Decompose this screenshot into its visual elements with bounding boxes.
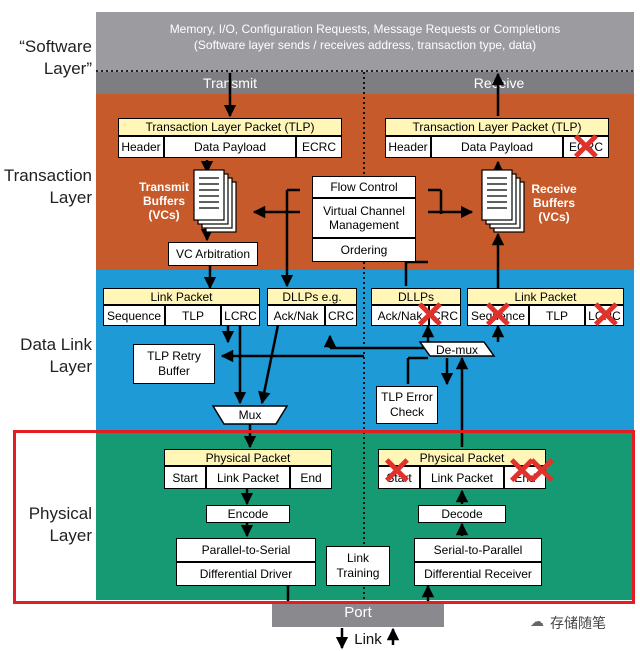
mux-label: Mux [238,408,262,422]
tlp-error-check-box: TLP Error Check [376,386,438,424]
rx-tlp-title: Transaction Layer Packet (TLP) [385,118,609,136]
watermark-icon: ☁ [530,613,544,629]
software-description-line2: (Software layer sends / receives address… [193,38,537,52]
datalink-layer-label: Data Link Layer [20,335,92,376]
physical-layer-highlight [13,430,635,604]
encode-box: Encode [206,505,290,523]
rx-crc-field: CRC [429,305,461,326]
demux-shape [418,341,496,357]
rx-link-packet-title: Link Packet [467,288,624,305]
tx-crc-field: CRC [325,305,357,326]
differential-driver-box: Differential Driver [176,562,316,586]
differential-receiver-box: Differential Receiver [414,562,542,586]
rx-lcrc-field: LCRC [585,305,624,326]
tlp-retry-buffer-box: TLP Retry Buffer [133,344,215,384]
tx-link-packet-field: Link Packet [206,466,290,489]
tx-end-field: End [290,466,332,489]
ordering-box: Ordering [312,238,416,262]
rx-dllp-crc-cross: ✕ [414,295,446,337]
rx-tlp-ecrc: ECRC [563,136,609,158]
demux-label: De-mux [435,343,478,357]
flow-control-box: Flow Control [312,176,416,198]
link-training-box: Link Training [326,546,390,586]
rx-tlp-header: Header [385,136,431,158]
vc-arbitration-box: VC Arbitration [168,242,258,266]
tx-dllps-title: DLLPs e.g. [267,288,357,305]
port-label: Port [344,604,372,621]
tx-tlp-title: Transaction Layer Packet (TLP) [118,118,342,136]
physical-layer-label: Physical Layer [28,504,92,545]
tx-link-packet-title: Link Packet [103,288,260,305]
software-layer-band [96,12,634,72]
receive-buffers-label: Receive Buffers (VCs) [531,182,577,224]
tx-sequence-field: Sequence [103,305,165,326]
rx-physical-packet-title: Physical Packet [378,449,546,466]
tx-tlp-ecrc: ECRC [296,136,342,158]
rx-sequence-field: Sequence [467,305,529,326]
rx-tlp-payload: Data Payload [431,136,563,158]
rx-end-field: End [504,466,546,489]
tx-tlp-header: Header [118,136,164,158]
receive-buffers-stack [481,169,525,233]
watermark-text: 存储随笔 [550,615,606,631]
mux-shape [211,405,289,425]
serial-to-parallel-box: Serial-to-Parallel [414,538,542,562]
tx-start-field: Start [164,466,206,489]
rx-sequence-cross: ✕ [482,295,514,337]
vc-management-box: Virtual Channel Management [312,198,416,238]
rx-tlp-field: TLP [529,305,585,326]
link-label: Link [354,631,382,648]
rx-link-packet-field: Link Packet [420,466,504,489]
decode-box: Decode [418,505,506,523]
transmit-buffers-label: Transmit Buffers (VCs) [138,180,189,222]
tx-tlp-field: TLP [165,305,221,326]
software-description-line1: Memory, I/O, Configuration Requests, Mes… [169,22,561,36]
tx-physical-packet-title: Physical Packet [164,449,332,466]
rx-dllps-title: DLLPs [371,288,461,305]
rx-ecrc-cross: ✕ [570,127,602,169]
transaction-layer-label: Transaction Layer [3,166,92,207]
tx-tlp-payload: Data Payload [164,136,296,158]
rx-lcrc-cross: ✕ [590,295,622,337]
tx-acknak-field: Ack/Nak [267,305,325,326]
parallel-to-serial-box: Parallel-to-Serial [176,538,316,562]
rx-start-field: Start [378,466,420,489]
transmit-buffers-stack [193,169,237,233]
tx-lcrc-field: LCRC [221,305,260,326]
software-layer-label: “Software Layer” [19,37,92,78]
rx-acknak-field: Ack/Nak [371,305,429,326]
